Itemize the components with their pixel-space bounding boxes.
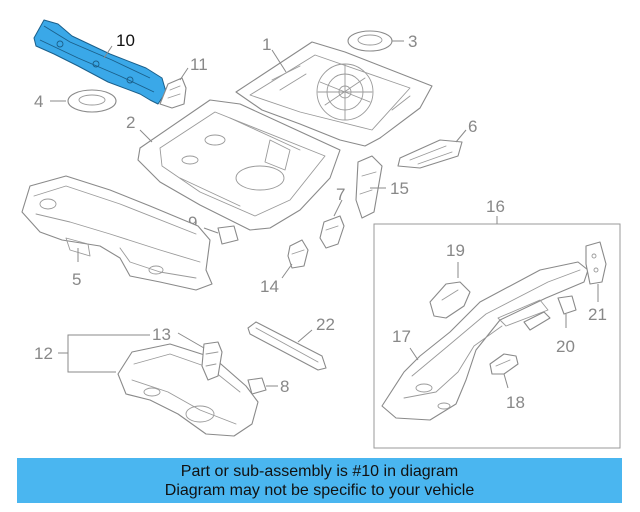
callout-17: 17 — [392, 327, 411, 346]
callout-11: 11 — [190, 55, 208, 74]
part-18-bracket[interactable] — [489, 353, 519, 375]
callout-6: 6 — [468, 117, 477, 136]
leader-10 — [103, 45, 113, 59]
part-20-bracket[interactable] — [557, 295, 577, 315]
part-15-bracket[interactable] — [355, 155, 383, 219]
callout-19: 19 — [446, 241, 465, 260]
callout-5: 5 — [72, 270, 81, 289]
part-4-plug[interactable] — [67, 89, 117, 113]
part-7-bracket[interactable] — [319, 215, 345, 249]
leader-11 — [179, 67, 189, 81]
leader-12 — [58, 334, 150, 373]
part-5-rear-panel[interactable] — [21, 175, 213, 291]
callout-21: 21 — [588, 305, 607, 324]
callout-15: 15 — [390, 179, 409, 198]
part-12-rear-lower-panel[interactable] — [117, 343, 259, 437]
callout-10: 10 — [116, 31, 135, 50]
part-21-bracket[interactable] — [585, 241, 607, 285]
part-1-rear-floor-pan[interactable] — [235, 41, 433, 147]
leader-7 — [333, 199, 343, 217]
callout-7: 7 — [336, 185, 345, 204]
part-extra-bracket[interactable] — [523, 311, 551, 331]
leader-13 — [177, 332, 205, 349]
callout-16: 16 — [486, 197, 505, 216]
part-8-bracket[interactable] — [247, 377, 267, 395]
part-11-bracket[interactable] — [159, 77, 187, 109]
callout-13: 13 — [152, 325, 171, 344]
callout-2: 2 — [126, 113, 135, 132]
exploded-parts-diagram: 1 3 2 4 10 11 — [21, 19, 621, 449]
callout-4: 4 — [34, 92, 43, 111]
callout-9: 9 — [188, 213, 197, 232]
banner-line-2: Diagram may not be specific to your vehi… — [164, 481, 475, 499]
callout-22: 22 — [316, 315, 335, 334]
leader-2 — [139, 129, 153, 143]
callout-20: 20 — [556, 337, 575, 356]
leader-6 — [455, 129, 467, 143]
part-17-side-member[interactable] — [381, 261, 589, 421]
callout-3: 3 — [408, 32, 417, 51]
part-6-panel[interactable] — [397, 139, 463, 169]
banner-line-1: Part or sub-assembly is #10 in diagram — [180, 462, 459, 480]
callout-1: 1 — [262, 35, 271, 54]
part-13-bracket[interactable] — [201, 341, 223, 381]
part-14-bracket[interactable] — [287, 239, 309, 269]
part-22-reinforcement[interactable] — [247, 321, 327, 371]
leader-17 — [409, 347, 419, 361]
leader-22 — [297, 329, 313, 343]
part-19-bracket[interactable] — [429, 281, 471, 319]
leader-14 — [281, 263, 293, 279]
leader-18 — [503, 373, 509, 389]
part-3-plug[interactable] — [347, 30, 393, 52]
callout-14: 14 — [260, 277, 279, 296]
callout-18: 18 — [506, 393, 525, 412]
part-9-bracket[interactable] — [217, 225, 239, 245]
info-banner: Part or sub-assembly is #10 in diagram D… — [17, 458, 622, 503]
leader-9 — [203, 227, 219, 234]
callout-12: 12 — [34, 344, 53, 363]
part-2-floor-pan[interactable] — [137, 99, 341, 231]
callout-8: 8 — [280, 377, 289, 396]
leader-1 — [271, 49, 287, 73]
